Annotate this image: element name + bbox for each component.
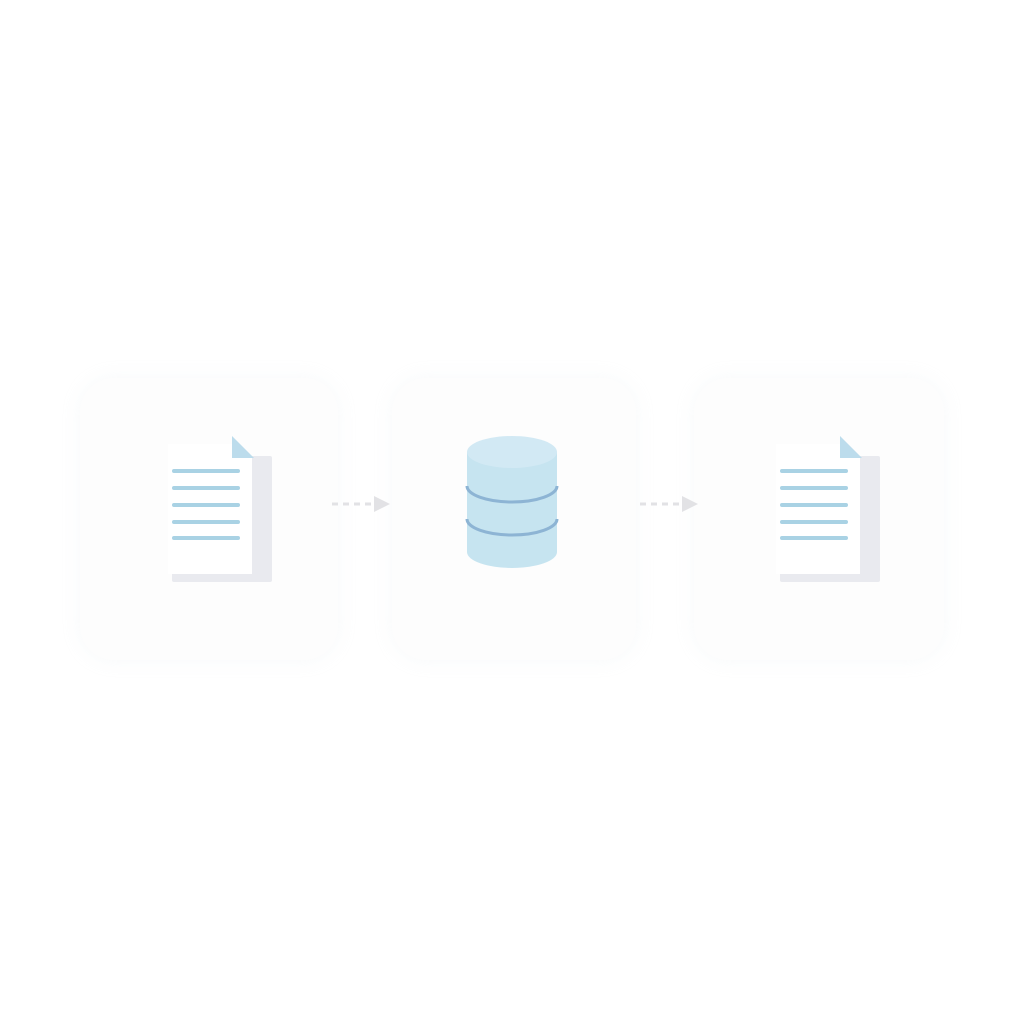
flow-arrow-icon	[332, 496, 390, 512]
database-icon	[465, 436, 559, 568]
document-icon	[168, 436, 272, 582]
flow-arrow-icon	[640, 496, 698, 512]
document-icon	[776, 436, 880, 582]
